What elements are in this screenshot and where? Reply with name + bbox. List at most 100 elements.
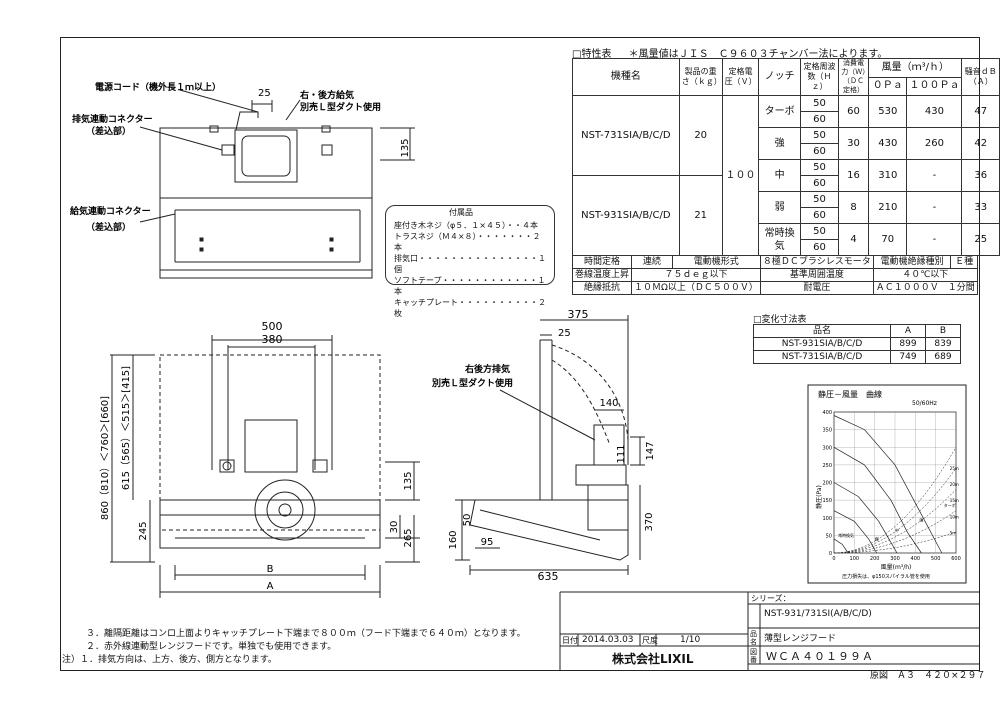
power-mid: 16 (837, 159, 870, 192)
hdr-noise: 騒音ｄＢ（Ａ） (961, 58, 1000, 96)
curve-chart: 静圧－風量 曲線 50/60Hz 静圧(Pa) 0 100 200 300 400 500… (807, 384, 967, 584)
curve-x-tick: 400 (911, 556, 921, 562)
tb-series-value: NST-931/731SI(A/B/C/D) (764, 609, 872, 619)
dim-top-135: 135 (400, 138, 411, 157)
dim-side-375: 375 (568, 308, 589, 321)
curve-yaxis-label: 静圧(Pa) (815, 485, 823, 509)
curve-duct-line (833, 447, 957, 554)
spec-footer-table: 時間定格 連続 電動機形式 ８極ＤＣブラシレスモータ 電動機絶縁種別 Ｅ種 巻線… (571, 255, 978, 295)
db-weak: 33 (961, 191, 1000, 224)
curve-y-tick: 350 (822, 428, 832, 434)
dim-side-370: 370 (644, 512, 655, 531)
curve-duct-label: 5m (950, 531, 957, 536)
ft-r3-3: ＡＣ１０００Ｖ １分間 (872, 281, 978, 295)
curve-series-label: ターボ (944, 502, 956, 508)
curve-duct-label: 15m (950, 498, 959, 503)
af0-turbo: 530 (868, 95, 908, 128)
curve-x-tick: 0 (832, 556, 835, 562)
hdr-weight: 製品の重さ（ｋｇ） (678, 58, 723, 96)
dim-side-160: 160 (448, 530, 459, 549)
tb-scale-label: 尺度 (642, 636, 658, 645)
curve-duct-line (833, 531, 957, 554)
weight-931: 21 (678, 175, 723, 256)
curve-duct-label: 10m (950, 514, 959, 519)
label-l-duct-exhaust: 別売Ｌ型ダクト使用 (431, 377, 513, 389)
front-view-outline (110, 335, 420, 598)
curve-series-label: 常時換気 (838, 532, 854, 538)
dim-front-500: 500 (262, 320, 283, 333)
curve-x-tick: 600 (951, 556, 961, 562)
power-strong: 30 (837, 127, 870, 160)
label-supply-connector: 給気連動コネクター (70, 205, 151, 217)
accessory-item: キャッチプレート・・・・・・・・・・２枚 (394, 298, 546, 318)
dim-front-30: 30 (389, 521, 400, 534)
curve-y-tick: 150 (822, 498, 832, 504)
spec-table: 機種名 製品の重さ（ｋｇ） 定格電圧（Ｖ） ノッチ 定格周波数（Ｈｚ） 消費電力… (572, 58, 1000, 256)
spec-title: □特性表 (572, 49, 612, 60)
tb-name-label: 品名 (750, 630, 757, 646)
dim-side-140: 140 (599, 398, 618, 409)
curve-x-tick: 100 (850, 556, 860, 562)
tb-date-value: 2014.03.03 (582, 635, 634, 645)
dim-front-860: 860（810）＜760＞[660] (99, 396, 111, 520)
curve-x-tick: 500 (931, 556, 941, 562)
curve-series-line (833, 446, 922, 554)
accessories-box: 付属品 座付き木ネジ（φ５．１×４５）・・４本 トラスネジ（Ｍ４×８）・・・・・… (385, 205, 555, 318)
label-exhaust-connector: 排気連動コネクター (72, 113, 153, 125)
spec-header: □特性表 ＊風量値はＪＩＳ Ｃ９６０３チャンバー法によります。 (572, 45, 887, 60)
note-2: ２．赤外線連動型レンジフードです。単独でも使用できます。 (86, 642, 337, 652)
tb-name-value: 薄型レンジフード (764, 634, 837, 644)
curve-series-line (833, 510, 878, 554)
curve-freq-note: 50/60Hz (912, 400, 937, 407)
accessory-item: 排気口・・・・・・・・・・・・・・・１個 (394, 254, 546, 274)
dim-side-111: 111 (616, 444, 627, 463)
curve-y-tick: 250 (822, 463, 832, 469)
dim-front-380: 380 (262, 333, 283, 346)
top-view-outline (139, 89, 415, 279)
notes: ３．離隔距離はコンロ上面よりキャッチプレート下端まで８００ｍ（フード下端まで６４… (62, 628, 526, 667)
dims-title: □変化寸法表 (753, 315, 807, 325)
curve-duct-label: 20m (950, 482, 959, 487)
dim-front-245: 245 (138, 521, 149, 540)
dims-731-a: 749 (890, 350, 926, 364)
af100-turbo: 430 (906, 95, 963, 128)
curve-y-tick: 400 (822, 410, 832, 416)
label-power-cord: 電源コード（機外長１ｍ以上） (95, 81, 221, 93)
dims-731-b: 689 (925, 350, 961, 364)
weight-731: 20 (678, 95, 723, 176)
af100-mid: - (906, 159, 963, 192)
notch-mid: 中 (758, 159, 802, 192)
dim-side-95: 95 (481, 537, 494, 548)
tb-drawing-no: ＷＣＡ４０１９９Ａ (766, 650, 874, 663)
tb-drawing-label: 図番 (750, 648, 757, 664)
dim-side-635: 635 (538, 570, 559, 583)
tb-scale-value: 1/10 (680, 635, 701, 645)
curve-duct-label: 25m (950, 466, 959, 471)
curve-y-tick: 200 (822, 481, 832, 487)
tb-paper: 原図 Ａ３ ４２０×２９７ (870, 671, 986, 681)
dim-front-135: 135 (403, 471, 414, 490)
curve-series-label: 強 (919, 516, 923, 522)
hdr-power: 消費電力（Ｗ）（ＤＣ定格） (837, 58, 870, 96)
note-3: ３．離隔距離はコンロ上面よりキャッチプレート下端まで８００ｍ（フード下端まで６４… (86, 629, 526, 639)
accessory-item: トラスネジ（Ｍ４×８）・・・・・・・２本 (394, 232, 541, 252)
title-block-lines (559, 591, 980, 671)
label-l-duct-supply: 別売Ｌ型ダクト使用 (299, 101, 381, 113)
af0-strong: 430 (868, 127, 908, 160)
drawing-frame (60, 37, 980, 671)
dim-side-50: 50 (462, 514, 473, 527)
dim-top-25: 25 (258, 88, 271, 99)
db-constant: 25 (961, 223, 1000, 256)
ft-r3-1: １０ＭΩ以上（ＤＣ５００Ｖ） (631, 281, 761, 295)
curve-series-line (833, 415, 943, 554)
label-right-back-exhaust: 右後方排気 (464, 363, 510, 375)
curve-y-tick: 100 (822, 516, 832, 522)
curve-title: 静圧－風量 曲線 (818, 389, 882, 399)
notch-turbo: ターボ (758, 95, 802, 128)
curve-series-label: 弱 (875, 536, 879, 542)
dims-table-wrap: 品名 A B NST-931SIA/B/C/D 899 839 NST-731S… (753, 324, 961, 364)
tb-series-label: シリーズ： (751, 594, 791, 603)
curve-x-tick: 300 (890, 556, 900, 562)
dim-side-147: 147 (645, 441, 656, 460)
ft-r3-2: 耐電圧 (759, 281, 874, 295)
